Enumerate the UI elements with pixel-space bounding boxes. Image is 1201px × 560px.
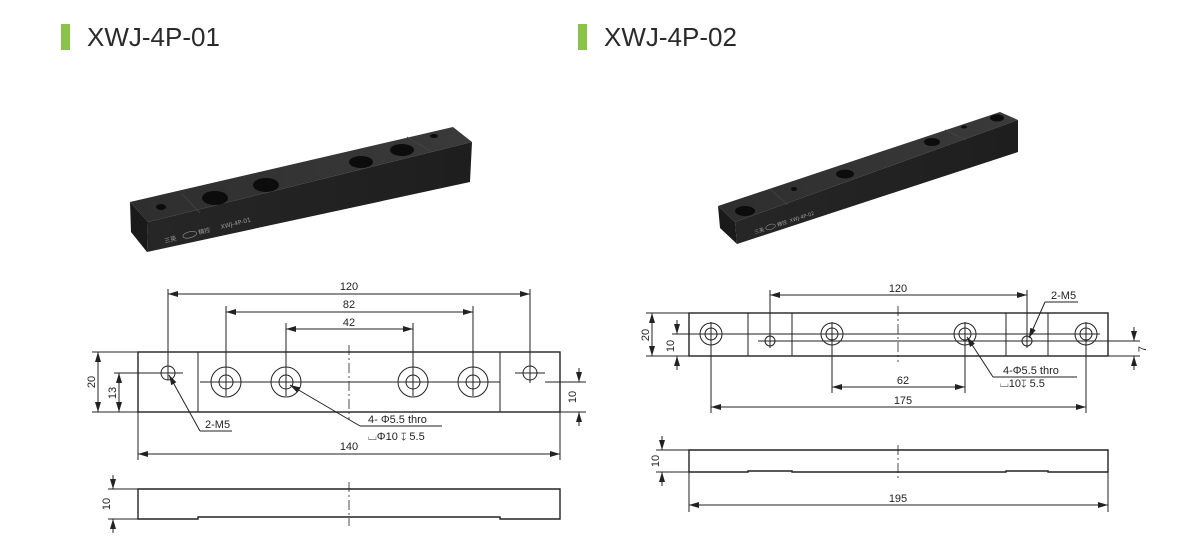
brand-logo-icon (765, 223, 776, 230)
dim-82: 82 (343, 299, 355, 311)
counterbore-holes (699, 322, 1098, 413)
dim-10-right: 10 (567, 391, 579, 403)
accent-bar (578, 24, 587, 50)
product-title-text: XWJ-4P-01 (87, 21, 220, 52)
engraving-brand: 三英 (753, 226, 765, 236)
m5-holes (114, 363, 545, 383)
engraving-brand2: 精控 (776, 219, 788, 229)
dim-10-side: 10 (650, 455, 662, 467)
dim-20: 20 (640, 329, 652, 341)
product-title-text: XWJ-4P-02 (604, 21, 737, 52)
m5-holes (764, 290, 1033, 348)
dim-140: 140 (340, 441, 358, 453)
note-hole-thru: 4- Φ5.5 thro (368, 414, 427, 426)
dim-42: 42 (343, 317, 355, 329)
dim-10: 10 (665, 340, 677, 352)
dim-120: 120 (340, 281, 358, 293)
note-counterbore: ⌴Φ10 ↧ 5.5 (368, 431, 425, 443)
dim-175: 175 (894, 395, 912, 407)
note-2-m5: 2-M5 (1051, 290, 1076, 302)
brand-logo-icon (182, 231, 197, 239)
product-photo-1: 三英 精控 XWJ-4P-01 (130, 127, 472, 252)
engraving-brand: 三英 (164, 234, 178, 245)
engraving-brand2: 精控 (198, 226, 212, 237)
note-hole-thru: 4-Φ5.5 thro (1003, 365, 1059, 377)
product-title-2: XWJ-4P-02 (578, 20, 737, 54)
dim-7: 7 (1137, 346, 1149, 352)
dim-10-side: 10 (101, 498, 113, 510)
dim-120: 120 (889, 283, 907, 295)
product-title-1: XWJ-4P-01 (61, 20, 220, 54)
dim-13: 13 (107, 387, 119, 399)
note-2-m5: 2-M5 (205, 419, 230, 431)
dim-20: 20 (86, 376, 98, 388)
product-photo-2: 三英 精控 XWJ-4P-02 (718, 112, 1018, 244)
technical-drawing-2: 120 20 10 7 62 175 2-M5 4-Φ5.5 thro ⌴10↧… (640, 283, 1149, 512)
side-view (688, 449, 1109, 473)
accent-bar (61, 24, 70, 50)
note-counterbore: ⌴10↧ 5.5 (1000, 378, 1045, 390)
dim-195: 195 (889, 493, 907, 505)
side-view (137, 488, 561, 520)
dim-62: 62 (897, 375, 909, 387)
technical-drawing-1: 120 82 42 20 13 10 140 2-M5 4- Φ5.5 thro… (86, 281, 586, 533)
